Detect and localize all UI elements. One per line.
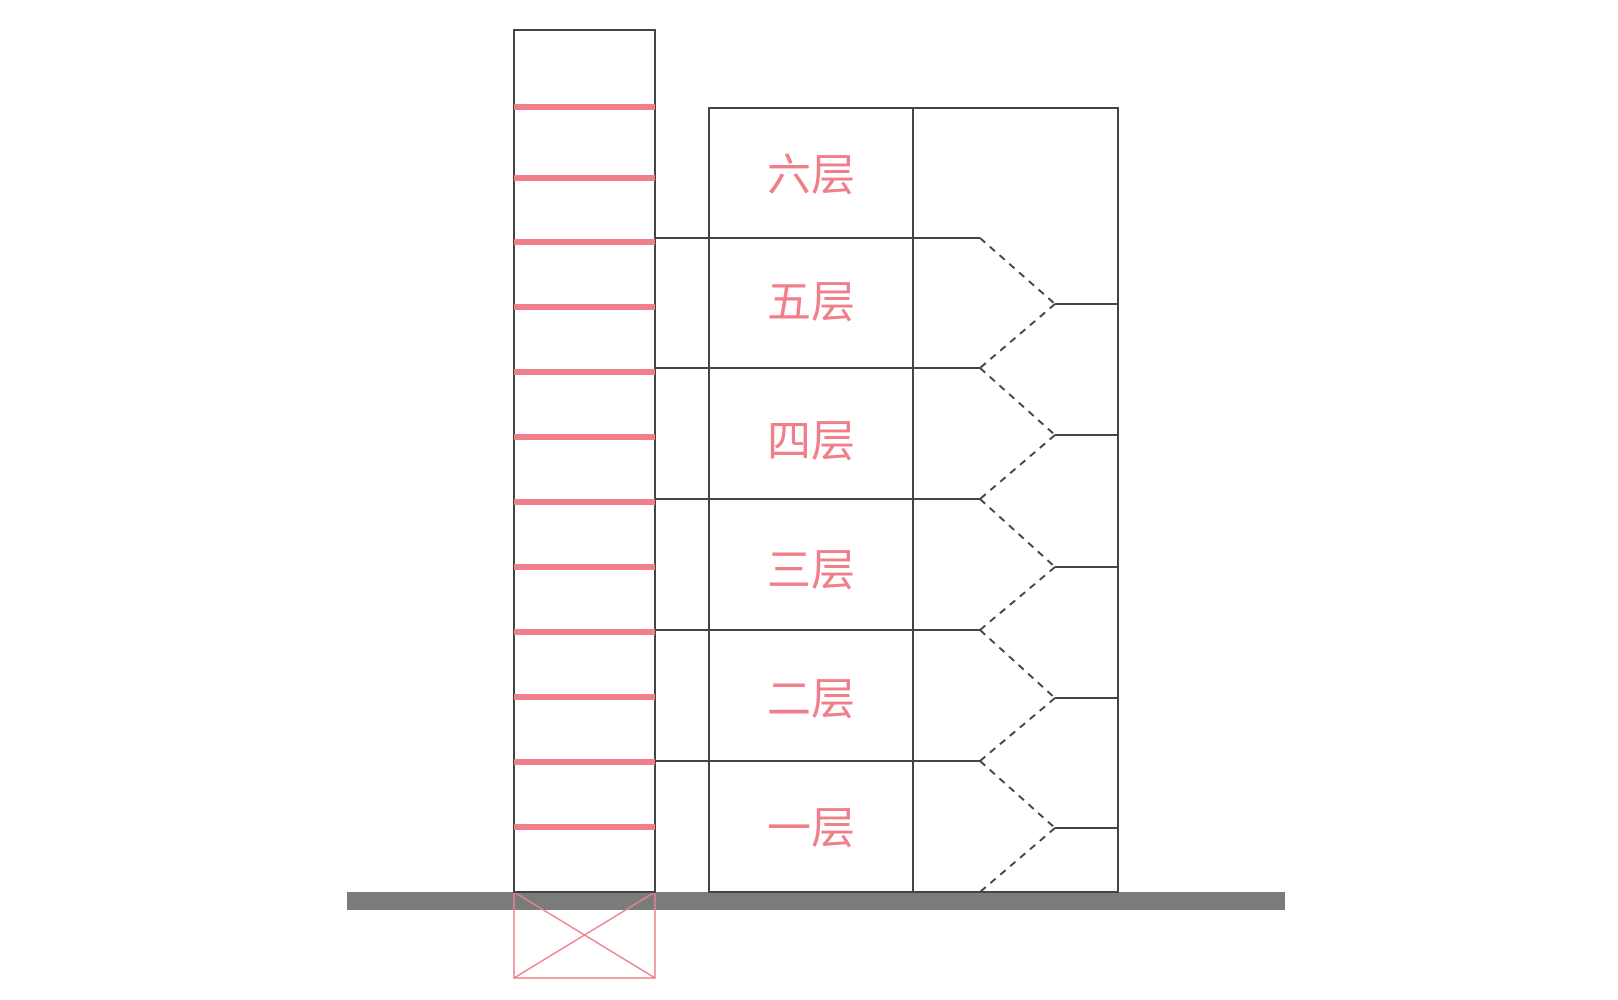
ground-line [347, 892, 1285, 910]
floor-label-2: 二层 [767, 674, 855, 725]
stair-flight-up-5 [979, 760, 1056, 829]
stair-flight-down-5 [979, 827, 1056, 893]
stair-flight-down-4 [979, 697, 1056, 762]
stair-flight-down-1 [979, 303, 1056, 369]
floor-label-4: 四层 [767, 416, 855, 467]
floor-lines [655, 237, 980, 762]
stair-flight-down-3 [979, 566, 1056, 631]
elevator-shaft [513, 29, 656, 893]
floor-label-5: 五层 [767, 277, 855, 328]
floor-label-3: 三层 [767, 545, 855, 596]
floor-label-6: 六层 [767, 150, 855, 201]
stair-landings [1055, 303, 1118, 829]
stair-flight-up-2 [979, 367, 1056, 436]
stair-flights [979, 237, 1056, 893]
floor-labels: 六层 五层 四层 三层 二层 一层 [767, 150, 855, 854]
floor-label-1: 一层 [767, 803, 855, 854]
elevator-stops [514, 104, 655, 830]
stair-flight-up-3 [979, 498, 1056, 568]
stair-flight-up-1 [979, 237, 1056, 305]
stair-flight-up-4 [979, 629, 1056, 699]
stair-flight-down-2 [979, 434, 1056, 500]
